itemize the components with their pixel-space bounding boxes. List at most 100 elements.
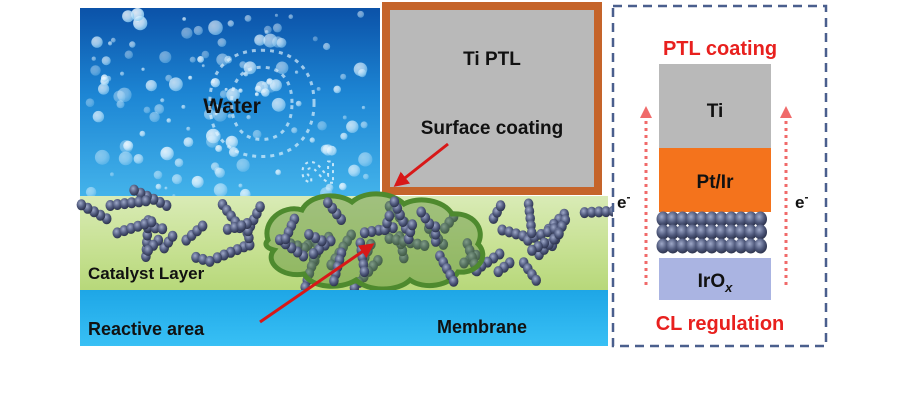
- catalyst-bead: [676, 211, 689, 227]
- bubble: [346, 120, 359, 133]
- catalyst-bead: [666, 224, 680, 240]
- bubble: [228, 147, 239, 158]
- catalyst-bead: [280, 233, 291, 245]
- bubble: [227, 113, 232, 119]
- bubble: [201, 64, 205, 68]
- bubble: [348, 164, 361, 177]
- pt-ir-layer: [659, 148, 771, 212]
- bubble: [214, 167, 223, 176]
- bubble: [181, 27, 193, 39]
- catalyst-bead: [448, 275, 459, 287]
- bubble: [275, 169, 282, 176]
- catalyst-bead: [359, 266, 370, 278]
- bubble: [153, 170, 163, 180]
- bubble: [193, 25, 203, 36]
- bubble: [141, 67, 145, 72]
- bubble: [208, 20, 223, 35]
- bubble: [91, 56, 97, 61]
- bubble: [189, 56, 196, 63]
- ptl-coating-label: PTL coating: [663, 38, 777, 60]
- bubble: [340, 132, 348, 140]
- catalyst-bead: [112, 199, 123, 210]
- irox-label: IrOx: [698, 271, 733, 295]
- bubble: [238, 88, 243, 93]
- bubble: [342, 115, 347, 120]
- cl-regulation-label: CL regulation: [656, 313, 785, 335]
- catalyst-bead: [656, 211, 670, 227]
- catalyst-bead: [531, 274, 541, 286]
- catalyst-bead: [579, 207, 590, 219]
- bubble: [353, 62, 368, 77]
- bubble: [181, 104, 186, 109]
- catalyst-bead: [666, 238, 680, 254]
- electron-label-right: e-: [795, 190, 808, 212]
- water-region: [80, 8, 380, 203]
- bubble: [294, 70, 299, 74]
- catalyst-bead: [656, 224, 670, 240]
- o2-bubbles: [85, 8, 373, 200]
- bubble: [360, 121, 368, 129]
- catalyst-bead: [105, 200, 116, 211]
- bubble: [123, 140, 134, 151]
- bubble: [317, 121, 327, 131]
- catalyst-bead: [685, 224, 699, 240]
- catalyst-bead: [236, 220, 247, 232]
- surface-coating-arrow: [393, 142, 449, 187]
- bubble: [361, 105, 366, 110]
- bubble: [227, 20, 234, 27]
- bubble: [143, 106, 151, 114]
- bubble: [191, 175, 204, 188]
- catalyst-bead: [304, 229, 314, 240]
- bubble: [236, 158, 250, 172]
- bubble: [272, 23, 282, 33]
- catalyst-bead: [205, 255, 215, 267]
- ti-ptl-label: Ti PTL: [463, 49, 521, 70]
- reactive-area-arrow: [259, 243, 375, 324]
- bubble: [110, 37, 116, 43]
- bubble: [309, 137, 315, 143]
- electron-label-left: e-: [617, 190, 630, 212]
- bubble: [149, 111, 160, 123]
- bubble: [124, 50, 133, 59]
- bubble: [214, 112, 218, 116]
- reactive-area-label: Reactive area: [88, 319, 205, 339]
- catalyst-layer-label: Catalyst Layer: [88, 264, 205, 283]
- bubble: [225, 135, 238, 149]
- bubble: [238, 183, 243, 188]
- bubble: [118, 151, 133, 166]
- catalyst-bead: [255, 201, 265, 213]
- pt-ir-label: Pt/Ir: [697, 172, 735, 193]
- bubble: [333, 85, 342, 94]
- catalyst-bead: [744, 224, 758, 240]
- catalyst-bead: [329, 275, 339, 287]
- bubble: [145, 80, 157, 92]
- catalyst-bead: [601, 206, 611, 218]
- catalyst-bead: [676, 224, 689, 240]
- catalyst-bead: [734, 224, 748, 240]
- catalyst-bead: [146, 216, 157, 228]
- bubble: [92, 110, 105, 123]
- catalyst-bead: [493, 266, 504, 278]
- bubble: [215, 145, 223, 152]
- bubble: [219, 90, 228, 98]
- catalyst-bead: [754, 238, 767, 254]
- irox-text: IrO: [698, 271, 725, 292]
- catalyst-bead: [695, 211, 709, 227]
- catalyst-bead: [744, 238, 758, 254]
- catalyst-bead: [212, 252, 223, 264]
- bubble: [154, 104, 165, 114]
- bubble: [164, 186, 168, 190]
- bubble: [113, 90, 126, 103]
- membrane: [80, 290, 608, 346]
- electron-right-superscript: -: [804, 190, 808, 204]
- catalyst-bead: [666, 211, 680, 227]
- bubble: [133, 154, 144, 164]
- bubble: [182, 17, 187, 21]
- membrane-label: Membrane: [437, 317, 527, 337]
- bubble: [197, 56, 205, 63]
- bubble: [90, 65, 101, 76]
- catalyst-bead: [440, 222, 450, 234]
- bubble: [339, 182, 347, 191]
